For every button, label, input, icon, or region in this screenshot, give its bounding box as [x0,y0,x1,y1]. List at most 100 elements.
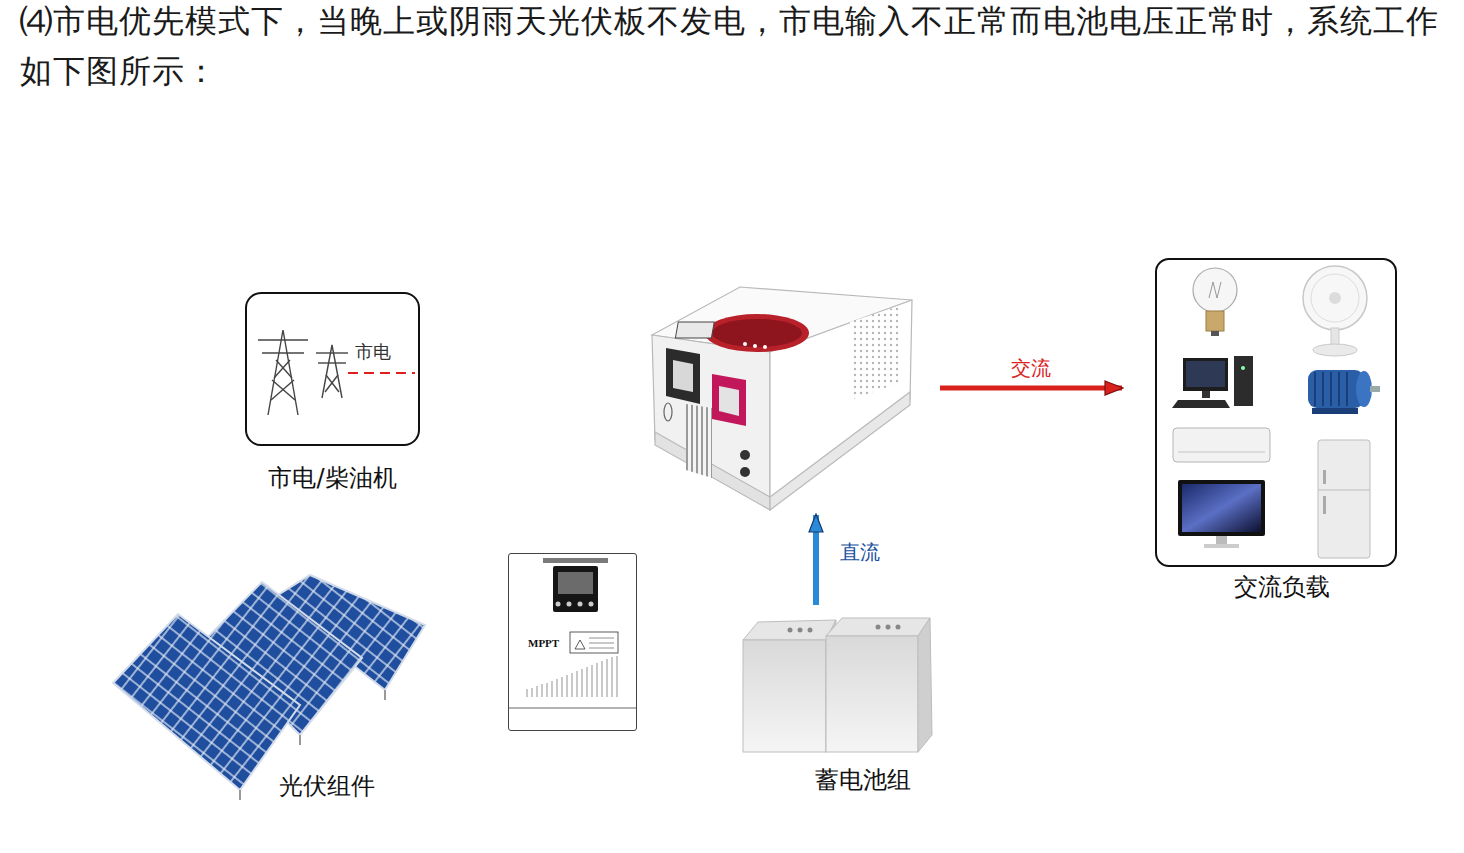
mppt-controller-box: MPPT [508,553,637,731]
air-conditioner [1178,452,1265,453]
air-conditioner [1173,428,1270,462]
light-bulb [1193,268,1237,312]
inverter-body [850,305,902,400]
inverter-front-panel [664,403,672,421]
refrigerator [1318,440,1370,558]
flat-monitor [1216,536,1227,544]
flow-arrow [813,515,819,605]
electric-fan [1303,266,1367,330]
light-bulb [1209,282,1221,298]
light-bulb [1211,331,1219,336]
inverter-front-panel [664,348,750,478]
desktop-computer [1183,358,1228,391]
air-conditioner [1173,428,1270,462]
inverter-front-panel [740,450,750,460]
mppt-controller-face [589,638,614,639]
mppt-controller-face [508,558,637,708]
flow-arrow [940,386,1122,391]
battery [788,628,793,633]
inverter-display [705,314,809,352]
edge-label: 交流 [1008,356,1054,380]
battery [886,625,891,630]
power-tower [258,339,308,340]
electric-fan [1329,292,1341,304]
light-bulb [1206,311,1224,331]
power-tower [276,360,292,378]
electric-fan [1313,344,1357,356]
inverter-front-panel [740,467,750,477]
inverter-front-panel [666,348,700,404]
grid-source-box: 市电市电/柴油机 [245,292,420,446]
electric-motor [1356,371,1372,407]
battery [826,636,918,752]
mppt-controller-face [589,602,594,607]
solar-panel [239,790,241,800]
inverter-front-panel [712,374,746,426]
desktop-computer [1234,356,1253,406]
light-bulb [1193,268,1237,336]
electric-fan [1311,274,1359,322]
mppt-controller-face [558,572,593,594]
inverter-display [675,314,809,352]
electric-motor [1308,370,1380,414]
battery [896,625,901,630]
pv-array-box: 光伏组件 [80,565,455,805]
node-label: 交流负载 [1163,573,1401,602]
battery [808,628,813,633]
flat-monitor [1178,480,1265,548]
inverter-body [652,287,912,510]
refrigerator [1323,470,1326,484]
refrigerator [1323,496,1326,514]
desktop-computer [1202,391,1210,398]
power-tower [272,380,295,400]
inverter-display [712,319,802,347]
electric-fan [1331,328,1339,346]
desktop-computer [1241,366,1245,370]
power-tower [258,330,348,415]
power-tower [325,375,338,392]
solar-panel [384,690,386,700]
inverter-display [743,342,747,346]
heading: ⑷市电优先模式下，当晚上或阴雨天光伏板不发电，市电输入不正常而电池电压正常时，系… [20,0,1452,96]
desktop-computer [1186,361,1225,387]
node-label: 市电/柴油机 [247,464,418,493]
solar-panel [113,614,300,790]
mppt-controller-face [567,602,572,607]
mppt-controller-face [527,656,617,697]
battery [876,625,881,630]
inverter-front-panel [686,404,712,478]
inverter-body [652,335,770,505]
solar-panel [299,735,301,745]
solar-panel [113,575,425,800]
flat-monitor [1204,544,1239,548]
electric-motor [1370,386,1380,392]
flat-monitor [1182,484,1261,532]
battery-bank-box: 蓄电池组 [740,610,935,760]
battery [798,628,803,633]
power-tower [271,380,294,400]
power-tower [318,362,346,363]
inverter-display [753,344,757,348]
inverter-front-panel [719,386,739,416]
inner-label: 市电 [355,341,391,363]
power-tower [274,360,290,378]
inverter-display [763,345,767,349]
mppt-controller-face [570,632,618,653]
battery [918,618,932,752]
power-tower [262,352,304,353]
edge-label: 直流 [837,540,883,564]
node-label: 蓄电池组 [765,766,960,795]
desktop-computer [1172,400,1230,408]
battery [826,618,930,636]
inverter-front-panel [673,360,693,392]
power-tower [268,330,298,415]
refrigerator [1318,490,1370,491]
inner-label: MPPT [528,637,559,650]
refrigerator [1318,440,1370,558]
mppt-controller-face [508,708,637,709]
electric-motor [1315,372,1347,406]
inverter-box [640,285,915,510]
